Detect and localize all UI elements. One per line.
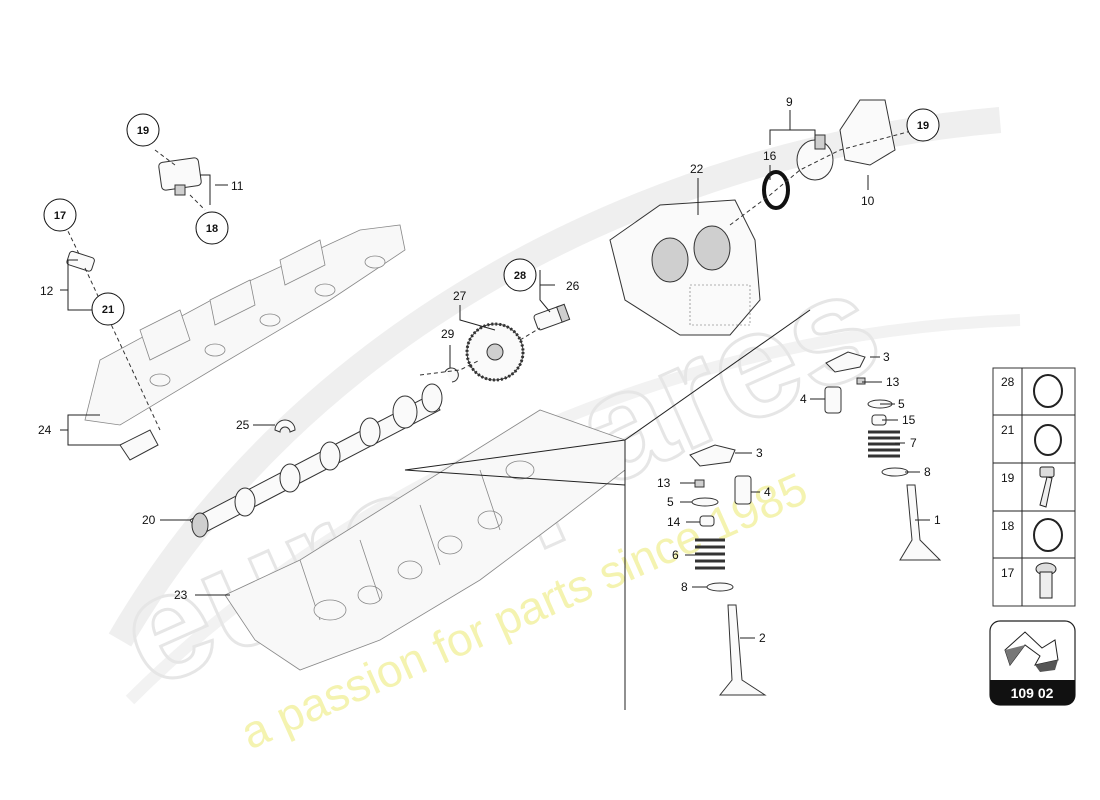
callout-21: 21 — [91, 292, 125, 326]
legend-row-17-number: 17 — [1001, 566, 1015, 580]
legend-row-21-number: 21 — [1001, 423, 1015, 437]
label-29: 29 — [441, 327, 455, 341]
o-ring-icon — [1033, 374, 1063, 408]
sensor-11-drawing — [158, 157, 202, 196]
sprocket-drawing — [465, 322, 525, 382]
label-3-right: 3 — [883, 350, 890, 364]
callout-label: 18 — [206, 223, 218, 235]
part-labels: 11 12 24 25 20 23 27 29 26 22 16 9 10 3 … — [38, 95, 941, 645]
callout-label: 28 — [514, 270, 526, 282]
legend-row-19-number: 19 — [1001, 471, 1015, 485]
label-9: 9 — [786, 95, 793, 109]
bearing-frame-drawing — [84, 224, 406, 426]
seal-ring-drawing — [762, 170, 790, 210]
callout-label: 21 — [102, 304, 114, 316]
assembly-lines — [64, 129, 916, 431]
label-7: 7 — [910, 436, 917, 450]
label-4-center: 4 — [764, 485, 771, 499]
label-5-center: 5 — [667, 495, 674, 509]
arrow-icon — [1004, 631, 1059, 672]
bearing-caps-drawing — [119, 429, 159, 461]
label-5-right: 5 — [898, 397, 905, 411]
bearing-shell-drawing — [274, 419, 296, 433]
valve-train-center-drawing — [689, 444, 767, 696]
label-10: 10 — [861, 194, 875, 208]
callout-28: 28 — [503, 258, 537, 292]
callout-label: 17 — [54, 210, 66, 222]
solenoid-valve-drawing — [533, 303, 571, 331]
callout-19-top-right: 19 — [906, 108, 940, 142]
label-13-center: 13 — [657, 476, 671, 490]
label-8-center: 8 — [681, 580, 688, 594]
label-11: 11 — [231, 179, 244, 193]
leader-lines — [60, 110, 930, 639]
legend-row-28-number: 28 — [1001, 375, 1015, 389]
page-code: 109 02 — [1011, 685, 1054, 701]
callout-17: 17 — [43, 198, 77, 232]
label-15: 15 — [902, 413, 916, 427]
label-3-center: 3 — [756, 446, 763, 460]
sensor-12-drawing — [66, 250, 95, 272]
label-22: 22 — [690, 162, 704, 176]
callout-label: 19 — [917, 120, 929, 132]
label-14: 14 — [667, 515, 681, 529]
camshaft-drawing — [189, 383, 443, 538]
label-26: 26 — [566, 279, 580, 293]
page-badge: 109 02 — [989, 620, 1076, 706]
label-24: 24 — [38, 423, 52, 437]
label-16: 16 — [763, 149, 777, 163]
label-2: 2 — [759, 631, 766, 645]
seal-ring-icon — [1034, 424, 1062, 456]
label-4-right: 4 — [800, 392, 807, 406]
label-1: 1 — [934, 513, 941, 527]
screw-icon — [1035, 562, 1057, 599]
bolt-icon — [1039, 466, 1055, 508]
label-13-right: 13 — [886, 375, 900, 389]
timing-cover-drawing — [609, 199, 761, 336]
gasket-ring-icon — [1033, 518, 1063, 552]
callout-label: 19 — [137, 125, 149, 137]
label-23: 23 — [174, 588, 188, 602]
label-20: 20 — [142, 513, 156, 527]
label-6: 6 — [672, 548, 679, 562]
label-8-right: 8 — [924, 465, 931, 479]
label-25: 25 — [236, 418, 250, 432]
label-27: 27 — [453, 289, 467, 303]
callout-19-top-left: 19 — [126, 113, 160, 147]
adjuster-drawing — [796, 99, 896, 181]
section-lines — [404, 309, 811, 710]
label-12: 12 — [40, 284, 54, 298]
callout-18: 18 — [195, 211, 229, 245]
valve-train-right-drawing — [824, 351, 942, 561]
legend-table: 28 21 19 18 17 — [992, 367, 1076, 607]
legend-row-18-number: 18 — [1001, 519, 1015, 533]
cylinder-head-drawing — [224, 409, 626, 671]
